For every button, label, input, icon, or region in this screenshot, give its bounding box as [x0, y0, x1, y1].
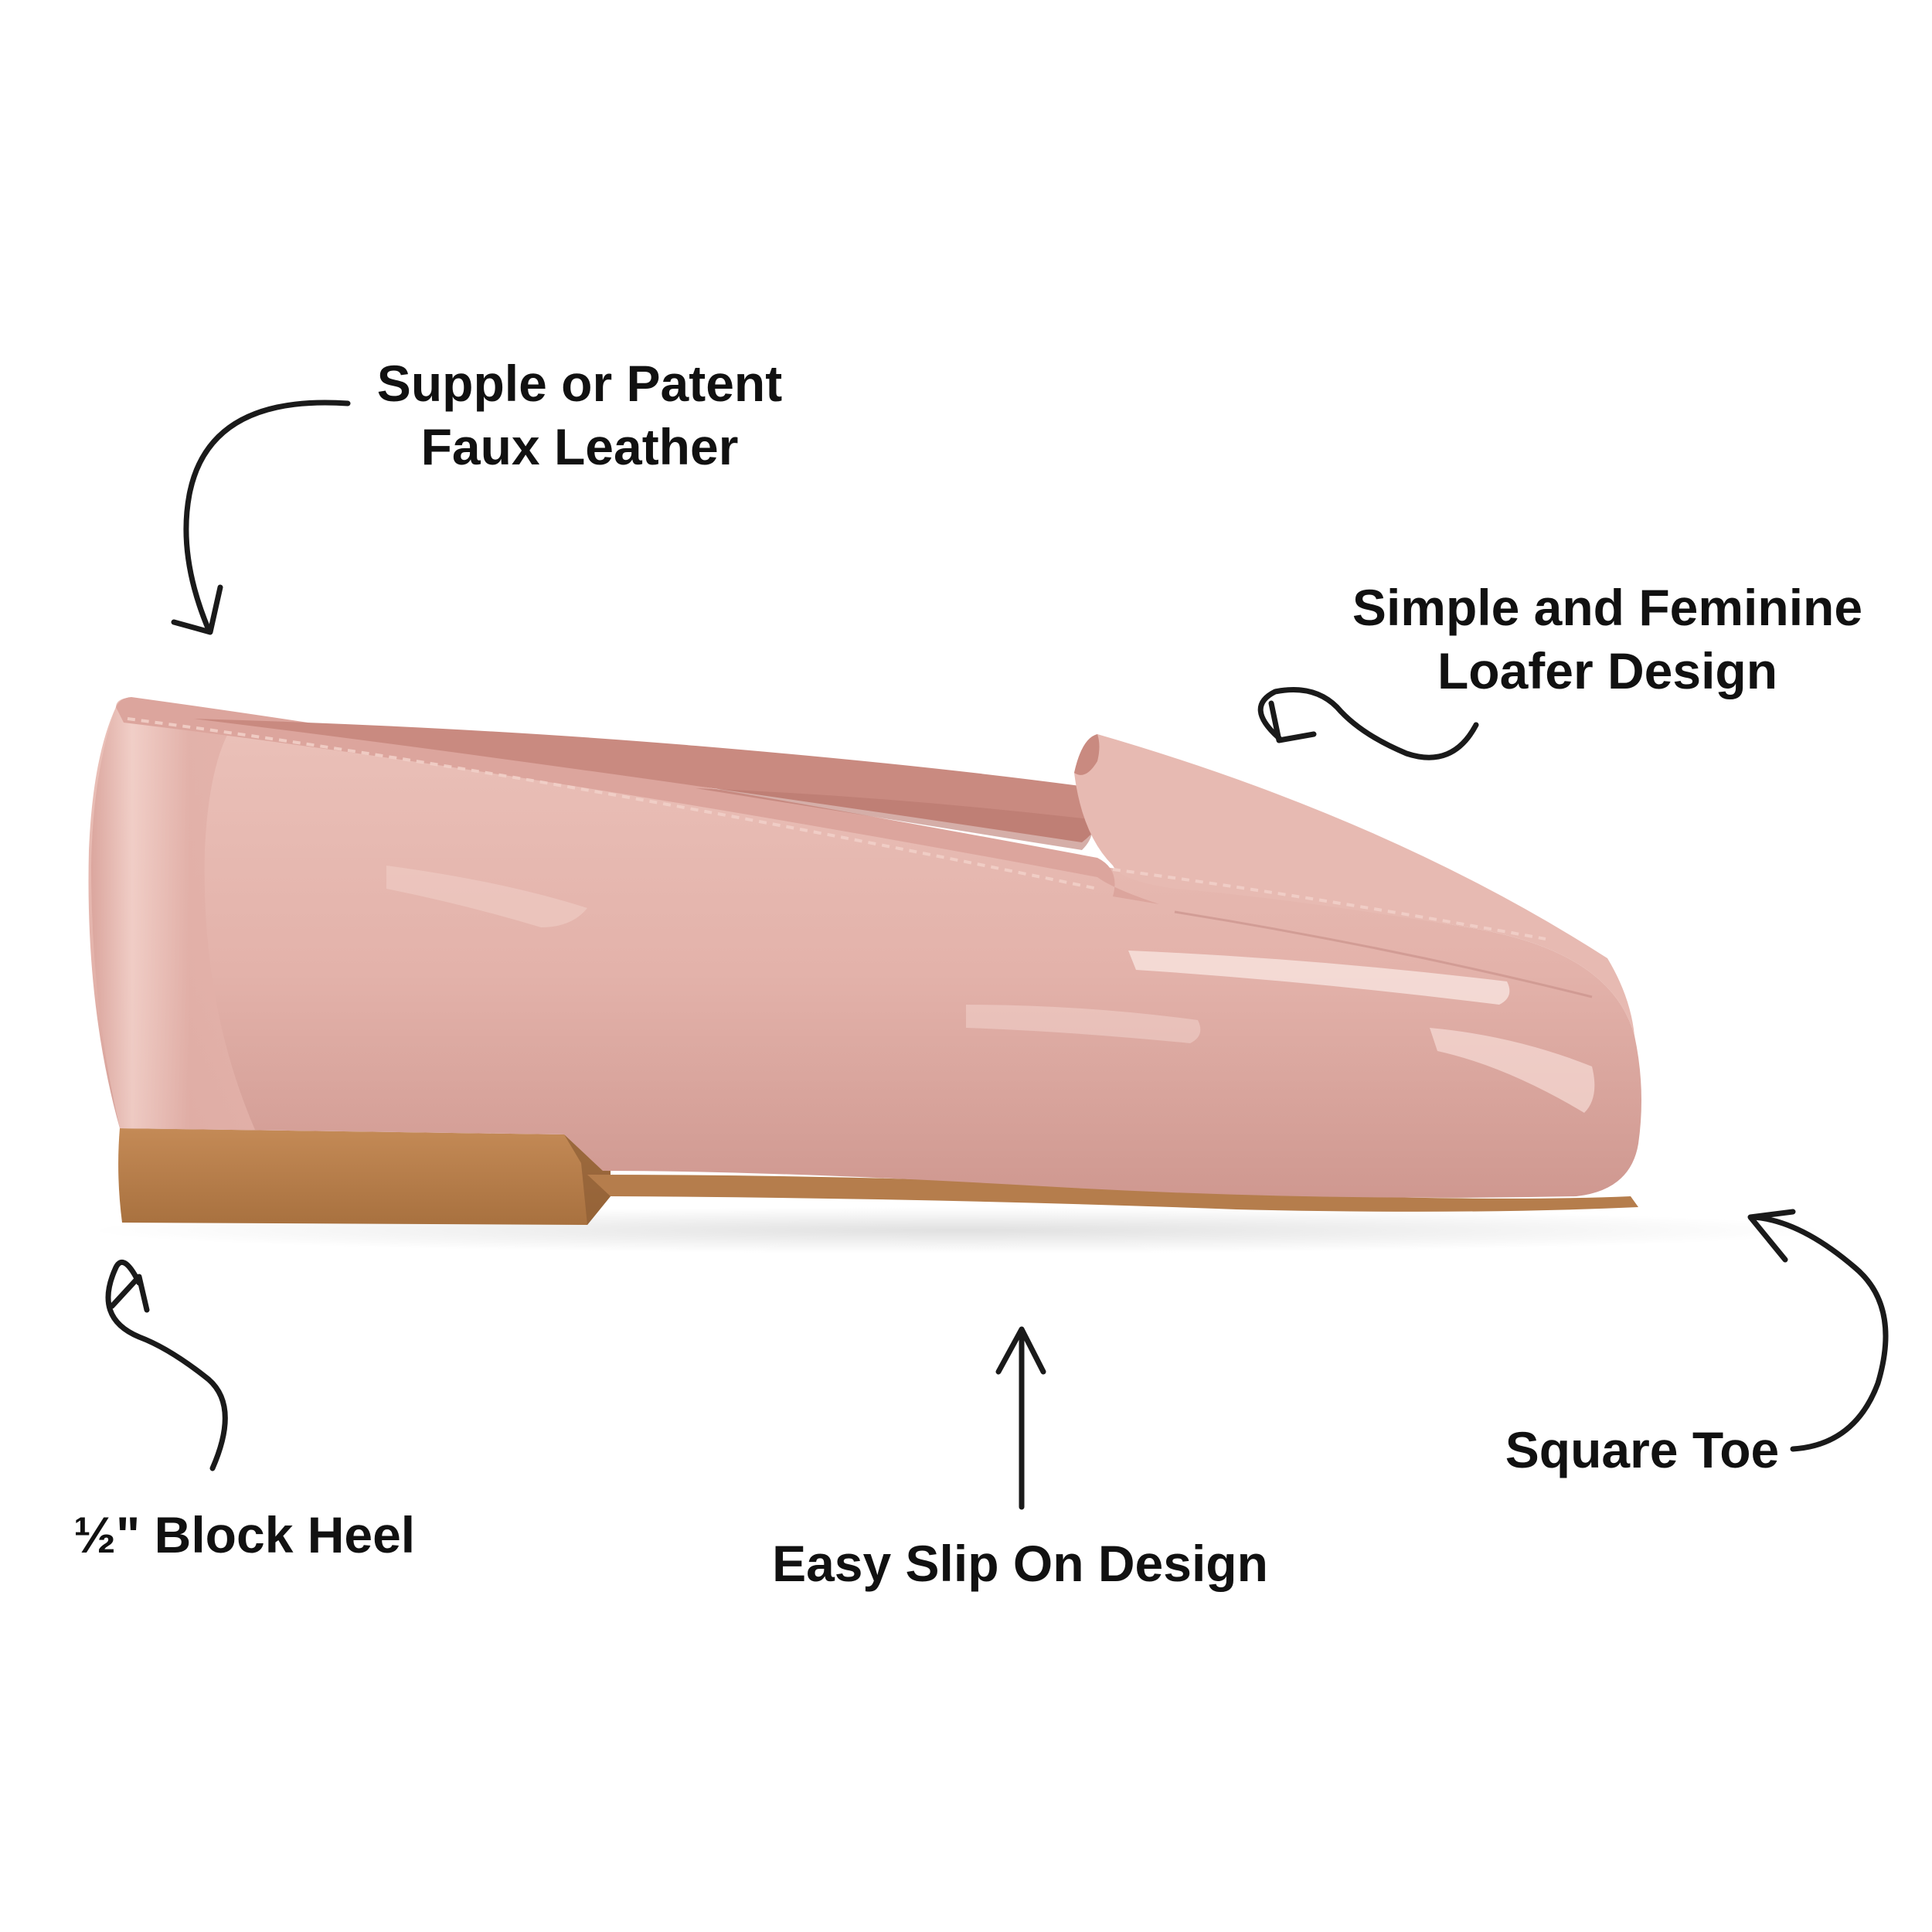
- block-heel: [118, 1128, 611, 1225]
- callout-square-toe: Square Toe: [1505, 1421, 1780, 1478]
- callout-loafer-line1: Simple and Feminine: [1352, 579, 1863, 636]
- callout-material-line1: Supple or Patent: [376, 355, 783, 412]
- squiggle-arrow-up-icon: [105, 1259, 228, 1471]
- curved-arrow-up-left-icon: [1747, 1209, 1889, 1452]
- callout-block-heel: ½" Block Heel: [73, 1506, 416, 1563]
- callout-slip-on: Easy Slip On Design: [772, 1535, 1268, 1592]
- outsole: [587, 1175, 1638, 1212]
- callout-loafer-design: Simple and Feminine Loafer Design: [1306, 576, 1909, 702]
- shoe-vamp: [1074, 734, 1634, 1036]
- straight-arrow-up-icon: [995, 1326, 1046, 1510]
- topline-binding: [116, 697, 1159, 904]
- shoe-upper: [88, 698, 1641, 1198]
- curved-arrow-down-icon: [171, 400, 351, 635]
- squiggle-arrow-left-icon: [1257, 687, 1479, 760]
- callout-loafer-line2: Loafer Design: [1437, 642, 1778, 699]
- callout-material-line2: Faux Leather: [420, 418, 739, 475]
- loafer-shoe-image: [85, 697, 1832, 1253]
- callout-material: Supple or Patent Faux Leather: [263, 352, 896, 478]
